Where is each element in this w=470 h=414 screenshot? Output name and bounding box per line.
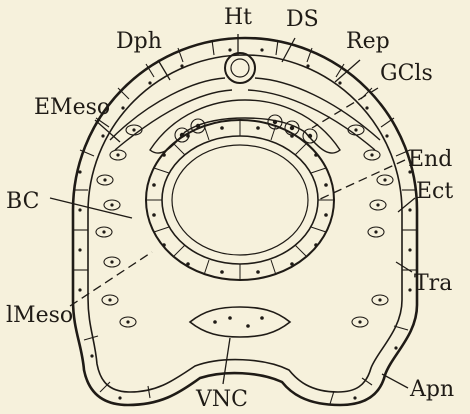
ventral-nerve-cord xyxy=(190,307,290,337)
endoderm-cell-divisions xyxy=(146,120,334,280)
label-dph: Dph xyxy=(116,29,162,54)
lateral-mesoderm-cells xyxy=(96,125,393,327)
label-ht: Ht xyxy=(224,5,252,30)
label-bc: BC xyxy=(6,189,39,214)
body-outline-inner xyxy=(88,55,402,392)
leader-lines xyxy=(50,34,415,388)
label-vnc: VNC xyxy=(195,387,248,412)
heart xyxy=(225,53,255,83)
body-outline-outer xyxy=(73,38,417,405)
ectoderm-nuclei xyxy=(78,48,411,399)
label-rep: Rep xyxy=(346,29,390,54)
label-emeso: EMeso xyxy=(34,95,110,120)
label-tra: Tra xyxy=(414,271,452,296)
ectoderm-cell-divisions xyxy=(73,40,417,404)
label-apn: Apn xyxy=(409,377,454,402)
label-lmeso: lMeso xyxy=(6,303,73,328)
label-ds: DS xyxy=(286,7,319,32)
label-ect: Ect xyxy=(416,179,453,204)
label-end: End xyxy=(408,147,452,172)
label-gcls: GCls xyxy=(380,61,433,86)
